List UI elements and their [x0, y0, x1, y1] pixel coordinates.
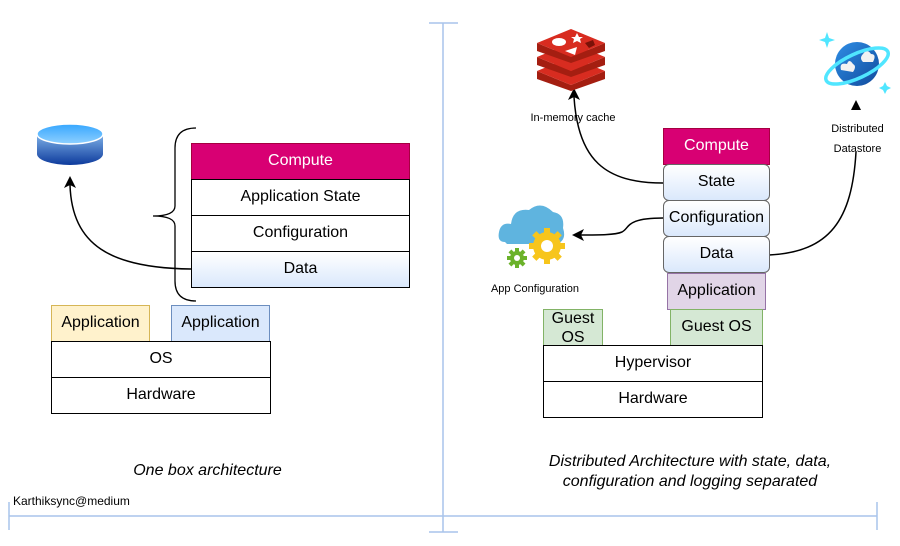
- datastore-label-line1: Distributed: [831, 123, 884, 135]
- hardware-layer: Hardware: [51, 377, 271, 414]
- hypervisor-label: Hypervisor: [614, 354, 692, 372]
- state-to-cache-arrow: [573, 96, 664, 184]
- cosmos-db-icon: [819, 32, 891, 94]
- left-caption: One box architecture: [133, 462, 282, 479]
- data-label: Data: [283, 260, 318, 278]
- arrowhead: [572, 229, 584, 241]
- hardware-label: Hardware: [126, 386, 196, 404]
- compute-label: Compute: [268, 152, 333, 170]
- configuration-layer: Configuration: [663, 200, 770, 237]
- application-box-blue: Application: [171, 305, 270, 342]
- application-box-yellow: Application: [51, 305, 150, 342]
- guest-os-label: Guest OS: [681, 318, 752, 336]
- guest-os-label: Guest OS: [551, 310, 595, 346]
- compute-label: Compute: [684, 137, 749, 155]
- state-label: State: [697, 173, 736, 191]
- app-config-label: App Configuration: [490, 283, 580, 295]
- hardware-label: Hardware: [618, 390, 688, 408]
- data-label: Data: [699, 245, 734, 263]
- hypervisor-layer: Hypervisor: [543, 345, 763, 382]
- configuration-layer: Configuration: [191, 215, 410, 252]
- guest-os-left: Guest OS: [543, 309, 603, 346]
- right-caption-line2: configuration and logging separated: [562, 473, 818, 490]
- data-to-database-arrow: [69, 184, 192, 270]
- right-caption-line1: Distributed Architecture with state, dat…: [548, 453, 832, 470]
- application-box: Application: [667, 273, 766, 310]
- application-label: Application: [61, 314, 140, 332]
- data-to-datastore-arrow: [768, 151, 857, 256]
- guest-os-right: Guest OS: [670, 309, 763, 346]
- datastore-label-line2: Datastore: [833, 143, 882, 155]
- configuration-label: Configuration: [668, 209, 765, 227]
- arrowhead: [851, 100, 861, 110]
- os-layer: OS: [51, 341, 271, 378]
- watermark: Karthiksync@medium: [13, 494, 130, 508]
- redis-cache-icon: [537, 29, 605, 91]
- app-configuration-icon: [498, 205, 565, 268]
- hardware-layer: Hardware: [543, 381, 763, 418]
- configuration-label: Configuration: [252, 224, 349, 242]
- compute-header: Compute: [663, 128, 770, 165]
- right-caption: Distributed Architecture with state, dat…: [520, 452, 860, 492]
- application-state-layer: Application State: [191, 179, 410, 216]
- cache-label: In-memory cache: [530, 112, 616, 124]
- curly-brace: [152, 127, 197, 302]
- application-state-label: Application State: [240, 188, 361, 206]
- arrowhead: [568, 88, 580, 100]
- compute-header: Compute: [191, 143, 410, 180]
- arrowhead: [64, 176, 76, 188]
- datastore-label: Distributed Datastore: [815, 119, 900, 159]
- application-label: Application: [677, 282, 756, 300]
- config-to-appconfig-arrow: [579, 217, 664, 236]
- database-icon: [36, 123, 104, 165]
- os-label: OS: [149, 350, 173, 368]
- data-layer: Data: [663, 236, 770, 273]
- state-layer: State: [663, 164, 770, 201]
- application-label: Application: [181, 314, 260, 332]
- data-layer: Data: [191, 251, 410, 288]
